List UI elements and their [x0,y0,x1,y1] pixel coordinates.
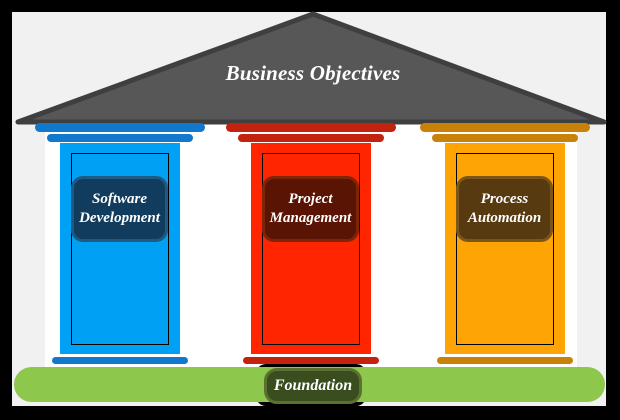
pillar-label-line2: Management [269,210,352,226]
foundation-label-plate: Foundation [264,368,362,404]
pillar-label-line1: Software [91,191,147,207]
foundation-label: Foundation [273,377,353,394]
diagram-title: Business Objectives [225,61,401,85]
roof-shape [15,11,607,125]
pillar-capital-bar-top [226,123,396,132]
pillar-inner-outline [71,153,169,345]
pillar-capital-bar-top [35,123,205,132]
pillar-base-bar [52,357,188,364]
pillar-capital-bar-bottom [238,134,384,142]
roof-triangle [15,11,607,125]
pillar-process-automation: Process Automation [420,123,590,373]
pillar-capital-bar-bottom [432,134,578,142]
pillar-label-line2: Automation [467,210,542,226]
pillar-label-line1: Project [288,191,333,207]
pillar-project-management: Project Management [226,123,396,373]
pillar-label-plate: Process Automation [456,176,553,242]
pillar-inner-outline [262,153,360,345]
pillar-label-line2: Development [79,210,160,226]
pillar-base-bar [243,357,379,364]
pillar-label-plate: Project Management [262,176,359,242]
pillar-inner-outline [456,153,554,345]
pillar-capital-bar-bottom [47,134,193,142]
pillar-software-development: Software Development [35,123,205,373]
pillar-label-line1: Process [480,191,529,207]
pillar-capital-bar-top [420,123,590,132]
pillar-base-bar [437,357,573,364]
pillar-label-plate: Software Development [71,176,168,242]
